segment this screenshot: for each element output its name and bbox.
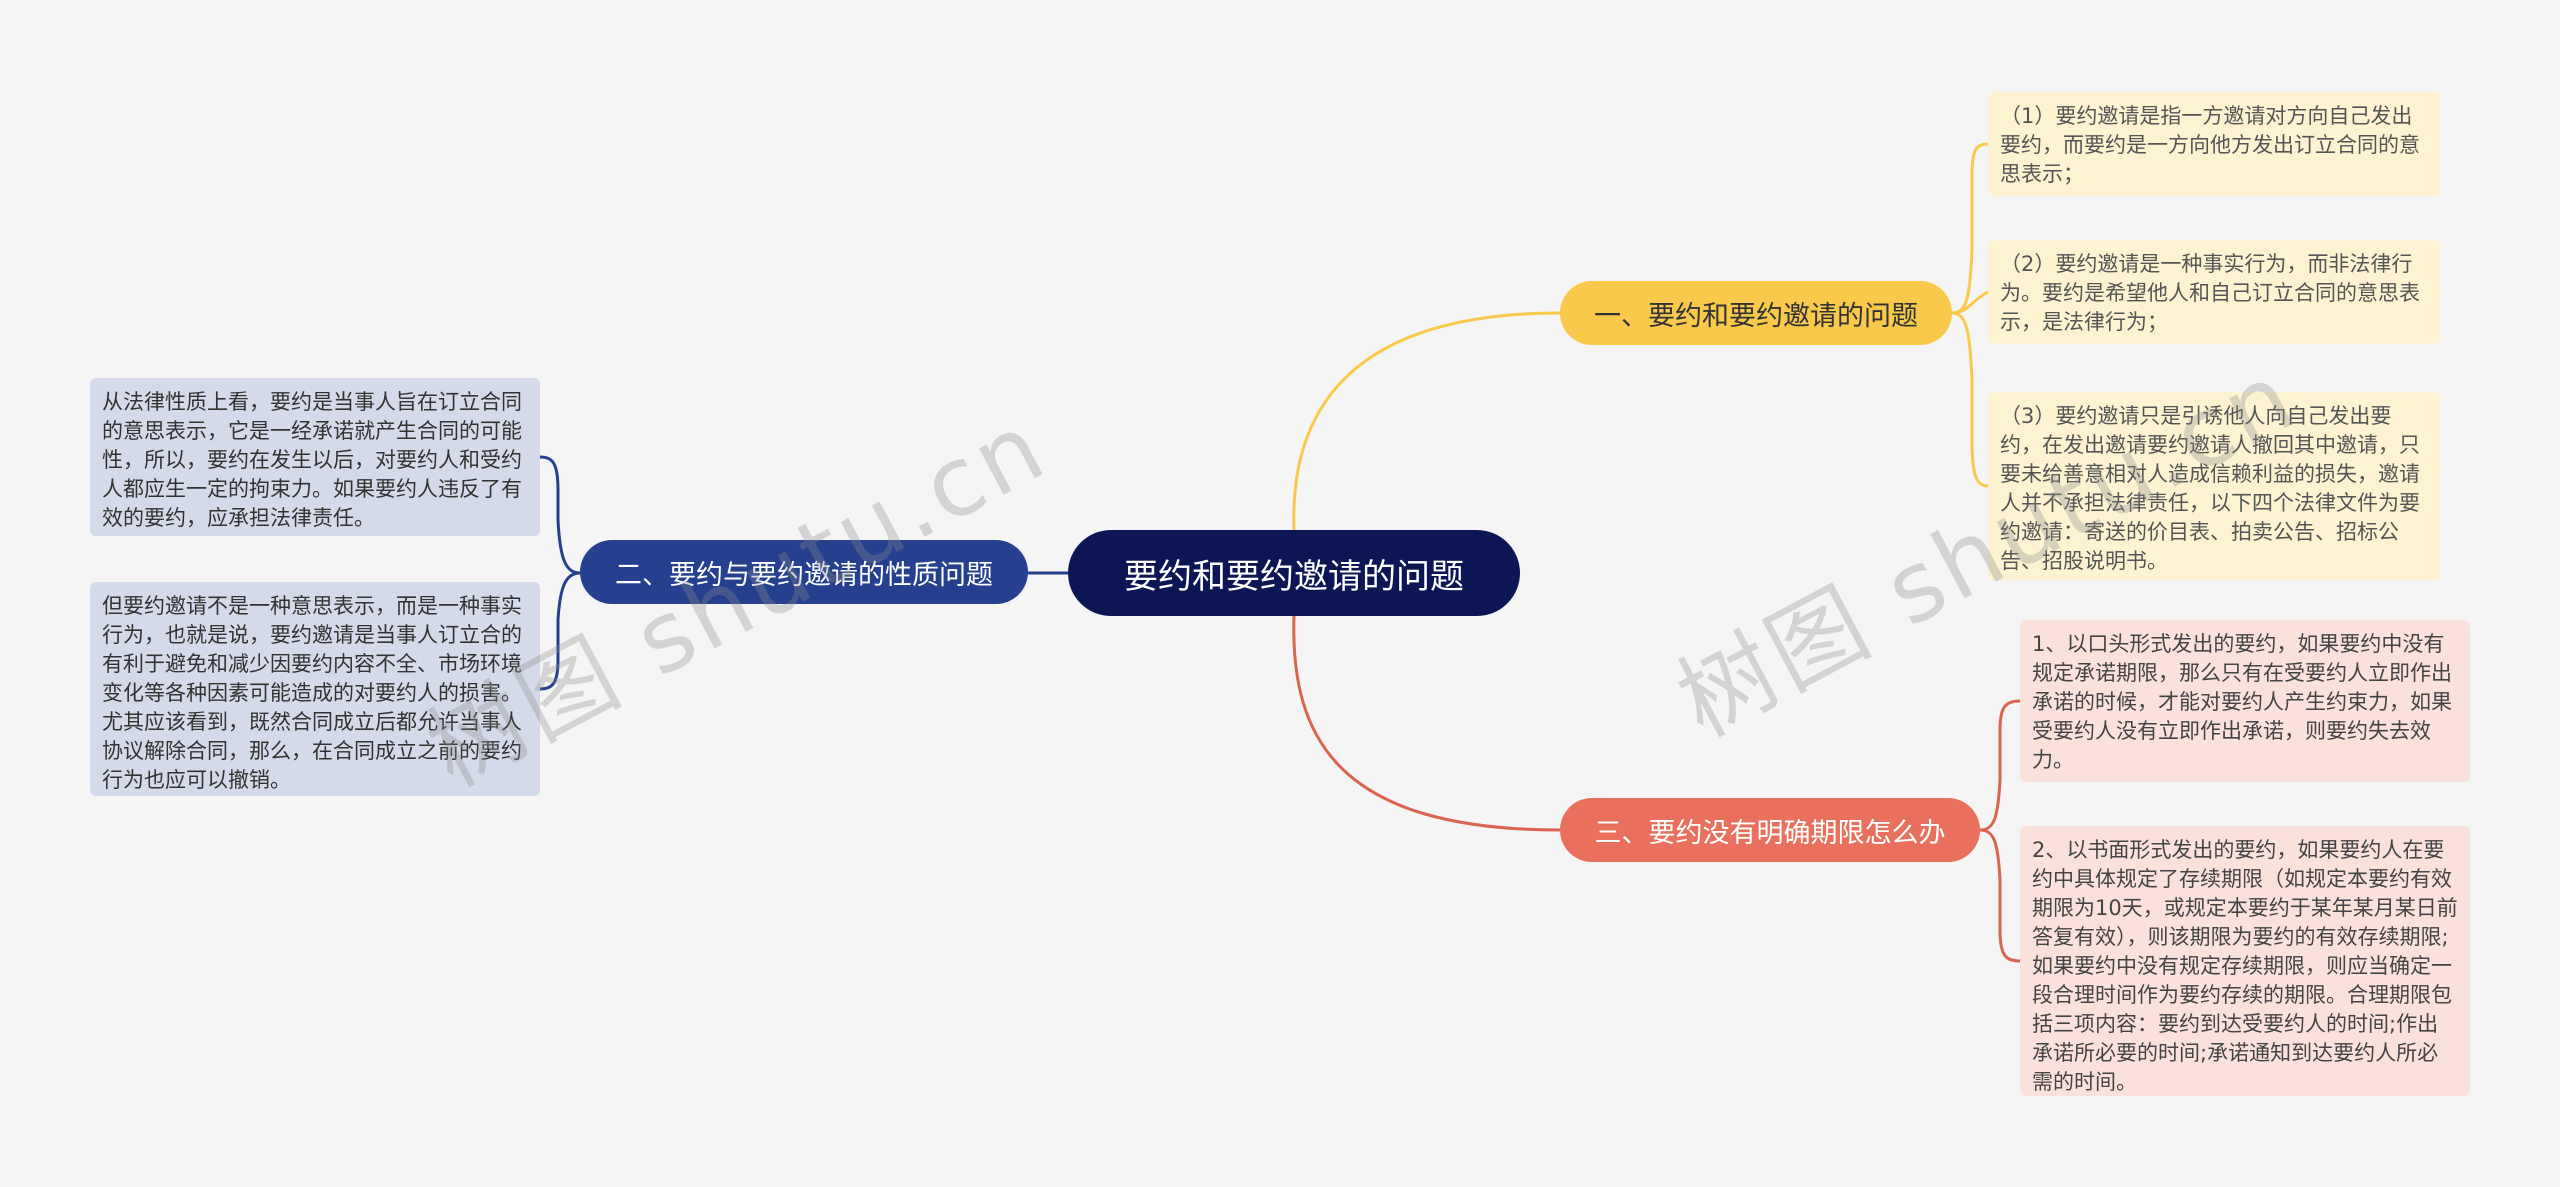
connector-root-branch1 — [1292, 311, 1561, 531]
connector-branch1-leaves — [1951, 142, 1989, 315]
leaf-node-1-3[interactable]: （3）要约邀请只是引诱他人向自己发出要约，在发出邀请要约邀请人撤回其中邀请，只要… — [1988, 392, 2440, 580]
root-title: 要约和要约邀请的问题 — [1124, 556, 1464, 597]
connector-branch1-leaf2 — [1951, 290, 1989, 315]
connector-root-branch3 — [1292, 615, 1561, 832]
leaf-node-2-2[interactable]: 但要约邀请不是一种意思表示，而是一种事实行为，也就是说，要约邀请是当事人订立合的… — [90, 582, 540, 796]
branch-1-label: 一、要约和要约邀请的问题 — [1594, 300, 1918, 332]
branch-node-2[interactable]: 二、要约与要约邀请的性质问题 — [580, 540, 1028, 604]
connector-branch2-leaf2 — [539, 571, 581, 691]
connector-branch1-leaf3 — [1951, 311, 1989, 488]
root-node[interactable]: 要约和要约邀请的问题 — [1068, 530, 1520, 616]
leaf-1-1-text: （1）要约邀请是指一方邀请对方向自己发出要约，而要约是一方向他方发出订立合同的意… — [2000, 104, 2420, 186]
leaf-2-2-text: 但要约邀请不是一种意思表示，而是一种事实行为，也就是说，要约邀请是当事人订立合的… — [102, 594, 522, 792]
leaf-1-2-text: （2）要约邀请是一种事实行为，而非法律行为。要约是希望他人和自己订立合同的意思表… — [2000, 252, 2420, 334]
leaf-3-1-text: 1、以口头形式发出的要约，如果要约中没有规定承诺期限，那么只有在受要约人立即作出… — [2032, 632, 2452, 772]
connector-branch3-leaf1 — [1979, 699, 2021, 832]
leaf-node-2-1[interactable]: 从法律性质上看，要约是当事人旨在订立合同的意思表示，它是一经承诺就产生合同的可能… — [90, 378, 540, 536]
connector-branch3-leaf2 — [1979, 828, 2021, 963]
leaf-2-1-text: 从法律性质上看，要约是当事人旨在订立合同的意思表示，它是一经承诺就产生合同的可能… — [102, 390, 522, 530]
branch-node-1[interactable]: 一、要约和要约邀请的问题 — [1560, 281, 1952, 345]
branch-2-label: 二、要约与要约邀请的性质问题 — [615, 559, 993, 591]
leaf-3-2-text: 2、以书面形式发出的要约，如果要约人在要约中具体规定了存续期限（如规定本要约有效… — [2032, 838, 2458, 1094]
connector-branch2-leaf1 — [539, 455, 581, 575]
branch-node-3[interactable]: 三、要约没有明确期限怎么办 — [1560, 798, 1980, 862]
leaf-node-3-2[interactable]: 2、以书面形式发出的要约，如果要约人在要约中具体规定了存续期限（如规定本要约有效… — [2020, 826, 2470, 1096]
leaf-node-3-1[interactable]: 1、以口头形式发出的要约，如果要约中没有规定承诺期限，那么只有在受要约人立即作出… — [2020, 620, 2470, 782]
leaf-node-1-2[interactable]: （2）要约邀请是一种事实行为，而非法律行为。要约是希望他人和自己订立合同的意思表… — [1988, 240, 2440, 344]
leaf-1-3-text: （3）要约邀请只是引诱他人向自己发出要约，在发出邀请要约邀请人撤回其中邀请，只要… — [2000, 404, 2420, 573]
leaf-node-1-1[interactable]: （1）要约邀请是指一方邀请对方向自己发出要约，而要约是一方向他方发出订立合同的意… — [1988, 92, 2440, 196]
branch-3-label: 三、要约没有明确期限怎么办 — [1594, 817, 1946, 849]
